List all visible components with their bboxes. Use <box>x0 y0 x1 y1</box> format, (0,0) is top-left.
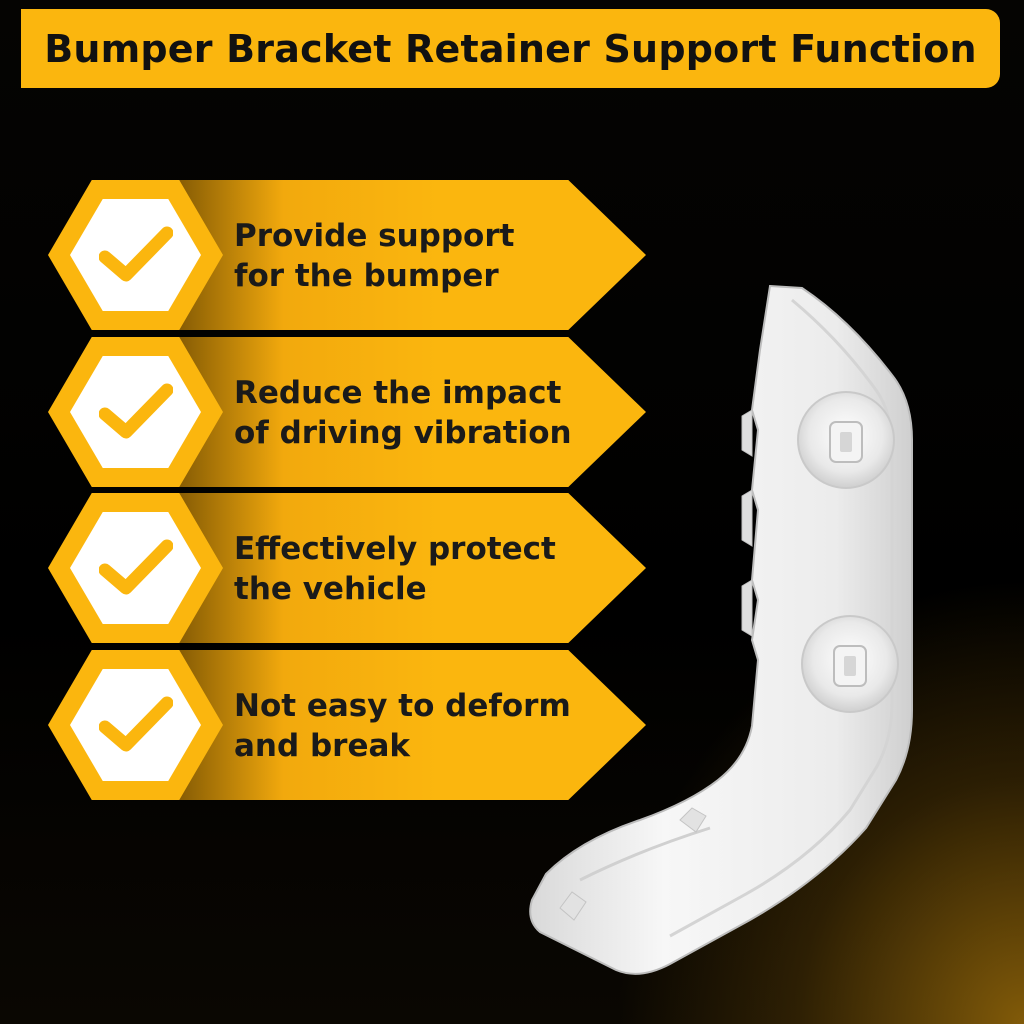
feature-line-2: for the bumper <box>234 258 499 294</box>
feature-line-1: Reduce the impact <box>234 375 562 411</box>
hexagon-badge-inner <box>70 669 201 781</box>
feature-text: Effectively protect the vehicle <box>234 529 594 609</box>
feature-item-vibration: Reduce the impact of driving vibration <box>48 337 648 489</box>
feature-line-2: the vehicle <box>234 571 427 607</box>
feature-line-1: Not easy to deform <box>234 688 571 724</box>
feature-text: Provide support for the bumper <box>234 216 594 296</box>
feature-text: Not easy to deform and break <box>234 686 594 766</box>
feature-line-1: Provide support <box>234 218 515 254</box>
feature-item-support: Provide support for the bumper <box>48 180 648 332</box>
feature-item-protect: Effectively protect the vehicle <box>48 493 648 645</box>
page-title: Bumper Bracket Retainer Support Function <box>44 26 977 71</box>
check-icon <box>98 696 173 752</box>
bumper-bracket-image <box>529 284 913 975</box>
title-banner: Bumper Bracket Retainer Support Function <box>21 9 1000 88</box>
check-icon <box>98 539 173 595</box>
hexagon-badge-inner <box>70 512 201 624</box>
check-icon <box>98 226 173 282</box>
feature-text: Reduce the impact of driving vibration <box>234 373 594 453</box>
feature-item-durable: Not easy to deform and break <box>48 650 648 802</box>
feature-line-2: of driving vibration <box>234 415 572 451</box>
feature-line-1: Effectively protect <box>234 531 556 567</box>
feature-line-2: and break <box>234 728 411 764</box>
check-icon <box>98 383 173 439</box>
